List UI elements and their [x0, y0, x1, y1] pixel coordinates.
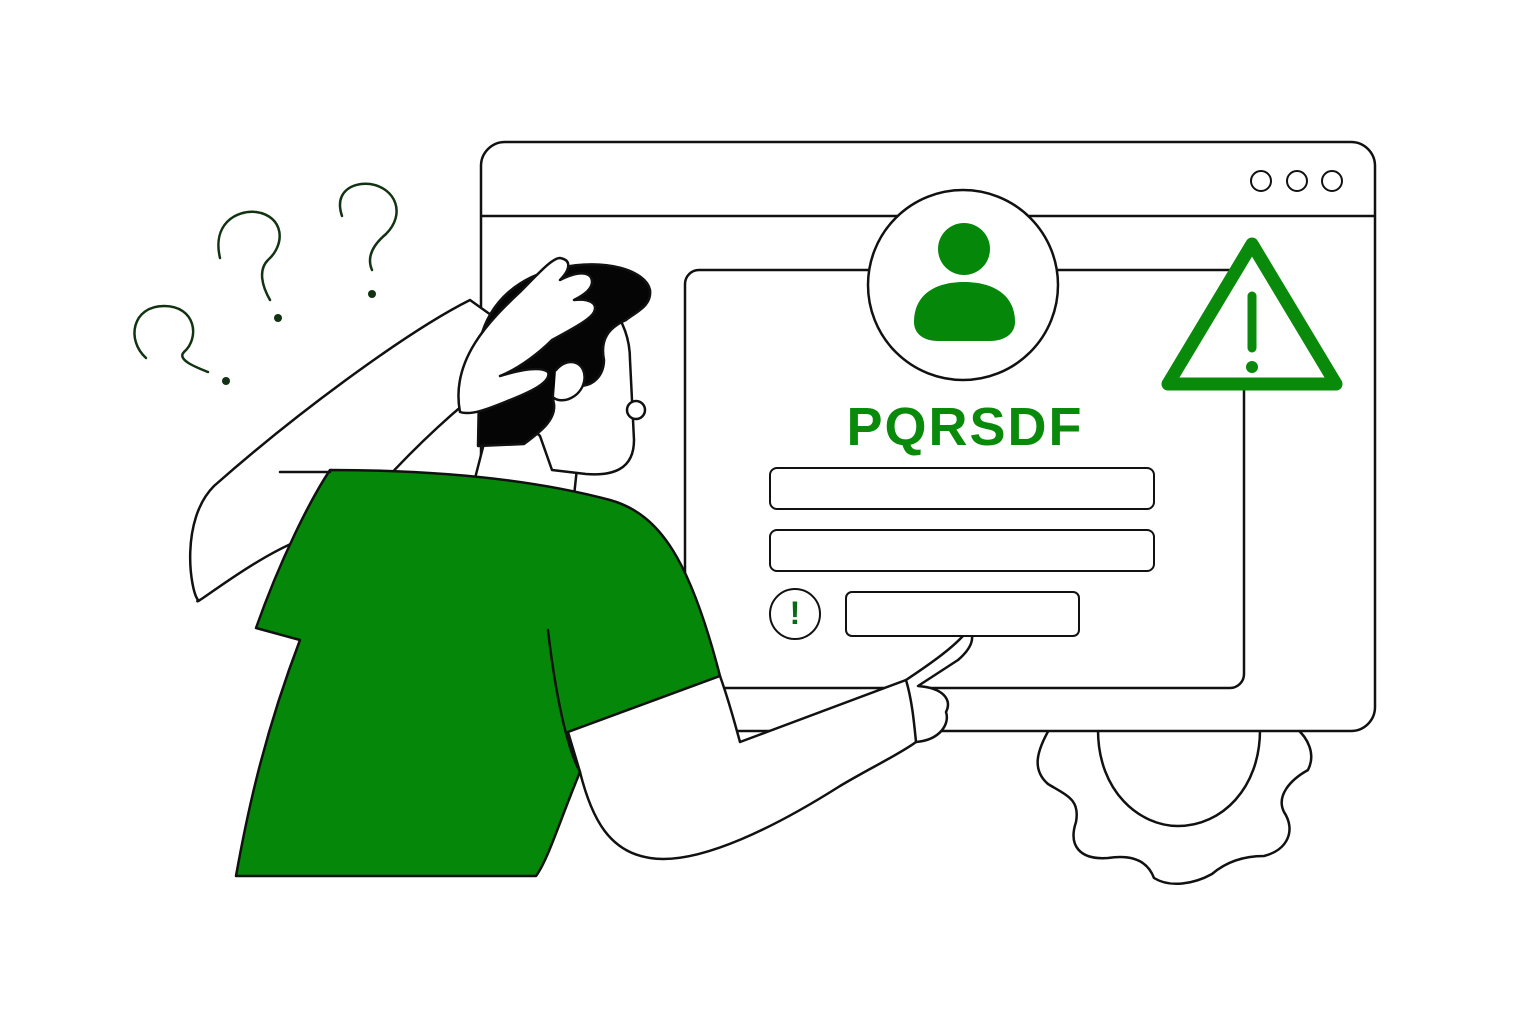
window-dot-icon[interactable] [1321, 170, 1343, 192]
warning-triangle-icon [1161, 237, 1343, 391]
user-avatar-icon [866, 188, 1060, 382]
exclamation-circle-icon: ! [769, 588, 821, 640]
login-submit-button[interactable] [845, 591, 1080, 637]
gear-icon [1036, 727, 1313, 886]
window-dot-icon[interactable] [1250, 170, 1272, 192]
username-field[interactable] [769, 467, 1155, 510]
login-title: PQRSDF [846, 397, 1084, 457]
person-figure [189, 256, 974, 878]
password-field[interactable] [769, 529, 1155, 572]
window-dot-icon[interactable] [1286, 170, 1308, 192]
question-mark-dots [222, 290, 376, 385]
question-mark-icon [133, 182, 398, 374]
